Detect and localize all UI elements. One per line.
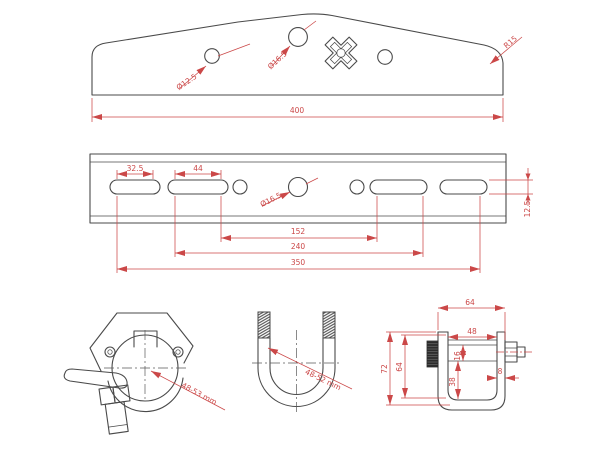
dim-bracket-overall-height: 72 xyxy=(380,331,450,406)
coupler-rivet-left xyxy=(104,346,116,358)
dim-bar-center-hole: Ø16.5 xyxy=(259,177,319,209)
bracket-outer xyxy=(437,331,506,411)
bracket-view: 64 48 16 38 8 72 xyxy=(380,298,532,411)
coupler-top-tab xyxy=(133,330,158,348)
dim-bracket-inner-height: 64 xyxy=(395,334,446,399)
coupler-lower-jaw xyxy=(107,377,184,413)
slot-3 xyxy=(369,179,428,195)
dim-bracket-overall-height-label: 72 xyxy=(380,364,389,374)
bracket-nut-bolt xyxy=(496,341,532,363)
dim-bracket-lower-depth-label: 38 xyxy=(448,377,457,387)
bar-hole-left xyxy=(232,179,248,195)
dim-bracket-inner-height-label: 64 xyxy=(395,362,404,372)
bar-outline xyxy=(89,153,507,224)
dim-slot2-length-label: 44 xyxy=(193,164,203,173)
dim-span-inner-label: 152 xyxy=(291,227,306,236)
top-view: Ø12.5 Ø16.5 R15 400 xyxy=(91,13,523,122)
plate-hole-small-right xyxy=(377,49,393,65)
dim-span-mid: 240 xyxy=(175,242,423,256)
coupler-lever xyxy=(63,368,128,389)
bracket-inner xyxy=(447,331,498,401)
slot-1 xyxy=(109,179,161,195)
dim-span-outer: 350 xyxy=(117,258,480,272)
dim-span-outer-label: 350 xyxy=(291,258,306,267)
dim-bracket-upper-gap: 16 xyxy=(453,345,466,361)
coupler-view: 48-53 mm xyxy=(63,312,226,435)
ubolt-thread-left xyxy=(257,311,271,339)
dim-slot-height: 12.5 xyxy=(489,168,533,217)
dim-hole-small: Ø12.5 xyxy=(175,43,251,92)
dim-ubolt-range: 48-52 mm xyxy=(267,347,353,392)
dim-corner-radius-label: R15 xyxy=(502,34,519,51)
dim-span-mid-label: 240 xyxy=(291,242,306,251)
dim-bracket-inner-width-label: 48 xyxy=(467,327,477,336)
dim-bar-center-hole-label: Ø16.5 xyxy=(259,191,283,209)
dim-hole-large: Ø16.5 xyxy=(266,20,317,71)
cross-cutout xyxy=(324,36,358,70)
dim-bracket-outer-width: 64 xyxy=(437,298,506,340)
dim-slot2-length: 44 xyxy=(174,164,222,179)
dim-bracket-upper-gap-label: 16 xyxy=(453,351,462,361)
side-view: 32.5 44 Ø16.5 12.5 xyxy=(89,153,533,273)
ubolt-view: 48-52 mm xyxy=(252,311,353,413)
dim-slot1-length: 32.5 xyxy=(116,164,154,179)
dim-slot1-length-label: 32.5 xyxy=(127,164,144,173)
coupler-bolt xyxy=(98,384,131,435)
plate-hole-small-left xyxy=(204,48,220,64)
dim-plate-width-label: 400 xyxy=(290,106,305,115)
ubolt-thread-right xyxy=(322,311,336,339)
dim-bracket-wall-thickness: 8 xyxy=(487,367,519,381)
ubolt-bend-inner xyxy=(269,367,324,396)
slot-4 xyxy=(439,179,488,195)
bar-hole-center xyxy=(287,176,309,198)
dim-span-inner: 152 xyxy=(221,227,377,241)
plate-hole-large xyxy=(288,27,308,47)
slot-2 xyxy=(167,179,229,195)
dim-coupler-range-label: 48-53 mm xyxy=(180,381,218,407)
plate-outline xyxy=(91,13,504,96)
dim-hole-large-label: Ø16.5 xyxy=(266,49,289,71)
dim-plate-width: 400 xyxy=(91,98,504,122)
bar-hole-right xyxy=(349,179,365,195)
dim-hole-small-label: Ø12.5 xyxy=(175,72,199,92)
coupler-body xyxy=(89,312,194,372)
dim-slot-height-label: 12.5 xyxy=(523,200,532,217)
dim-bracket-lower-depth: 38 xyxy=(448,361,461,399)
dim-bracket-outer-width-label: 64 xyxy=(465,298,475,307)
dim-bracket-inner-width: 48 xyxy=(448,327,497,340)
bracket-knob xyxy=(426,340,439,368)
extension-lines xyxy=(116,196,481,273)
dim-coupler-range: 48-53 mm xyxy=(150,370,226,411)
coupler-rivet-right xyxy=(172,346,184,358)
dim-bracket-wall-thickness-label: 8 xyxy=(498,367,503,376)
